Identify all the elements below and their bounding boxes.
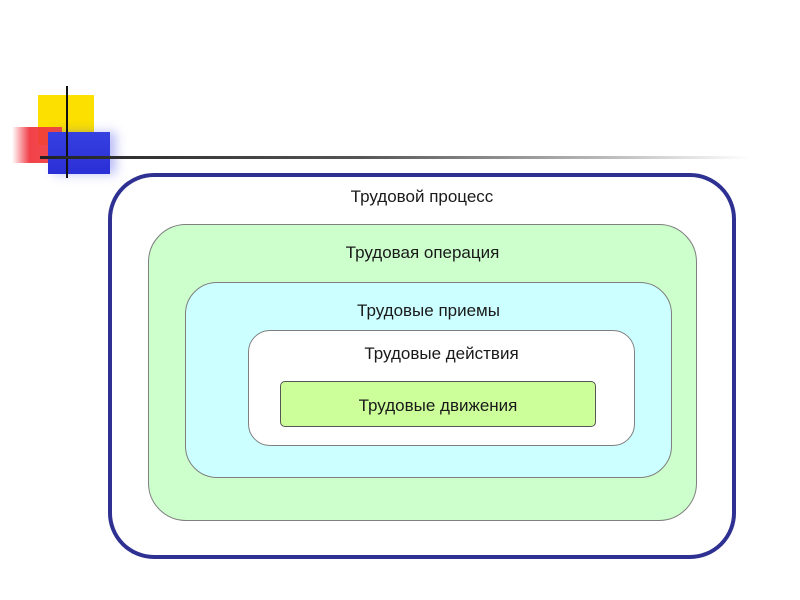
labor-techniques-label: Трудовые приемы xyxy=(357,301,500,320)
labor-actions-label: Трудовые действия xyxy=(364,344,519,363)
horizontal-rule-decoration xyxy=(40,156,750,159)
blue-square-decoration xyxy=(48,132,110,174)
labor-operation-label: Трудовая операция xyxy=(345,243,500,262)
labor-movements-box xyxy=(280,381,596,427)
labor-movements-label: Трудовые движения xyxy=(358,396,518,415)
labor-process-label: Трудовой процесс xyxy=(350,187,494,206)
vertical-rule-decoration xyxy=(66,86,68,178)
